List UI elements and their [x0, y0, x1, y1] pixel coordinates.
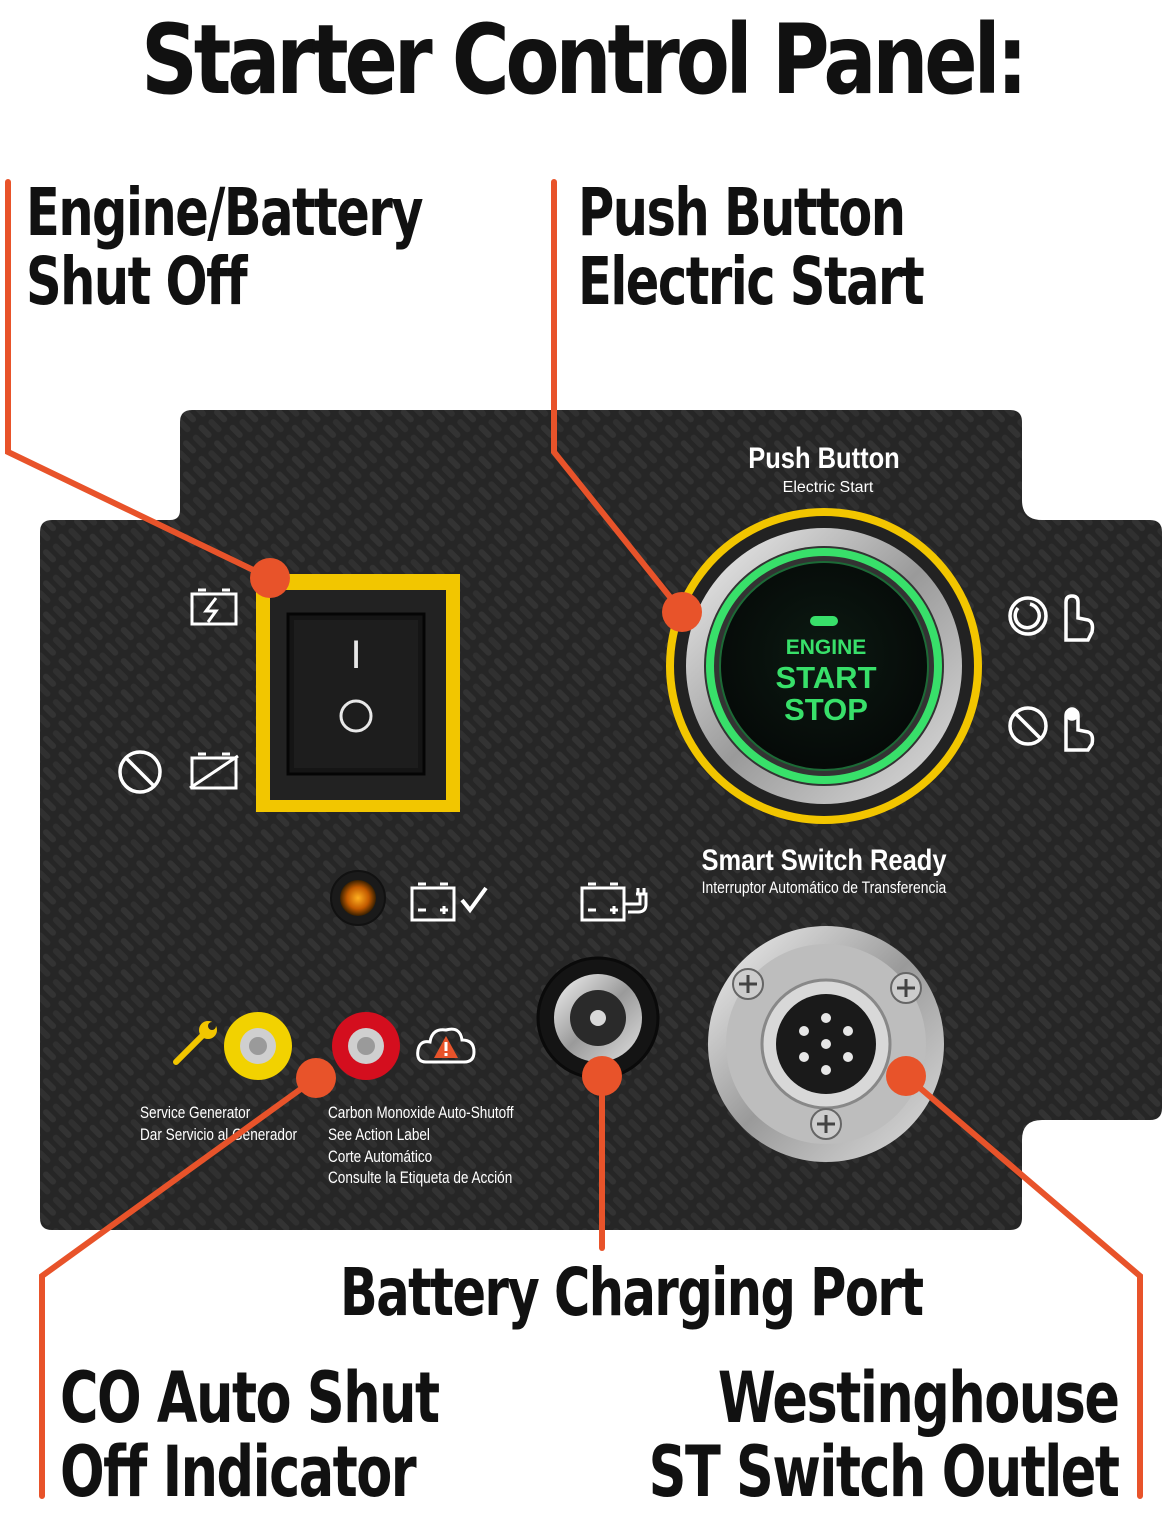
rocker-switch[interactable]: I — [256, 574, 460, 812]
co-leader — [39, 1075, 319, 1499]
engine-stop-press-icon — [1008, 706, 1095, 752]
st-callout-line2: ST Switch Outlet — [649, 1430, 1120, 1513]
battery-plug-icon — [580, 882, 648, 922]
co-label-line4: Consulte la Etiqueta de Acción — [328, 1169, 512, 1188]
push-leader — [551, 179, 685, 615]
push-button-subtitle: Electric Start — [783, 479, 874, 496]
co-label-line1: Carbon Monoxide Auto-Shutoff — [328, 1104, 514, 1123]
battery-charging-port[interactable] — [536, 956, 660, 1080]
co-cloud-warning-icon — [416, 1027, 476, 1064]
service-label-en: Service Generator — [140, 1104, 250, 1123]
st-callout: Westinghouse ST Switch Outlet — [649, 1357, 1120, 1513]
rocker-on-label: I — [350, 633, 361, 677]
co-callout: CO Auto Shut Off Indicator — [60, 1357, 440, 1513]
page-title: Starter Control Panel: — [141, 4, 1028, 116]
push-callout: Push Button Electric Start — [578, 174, 925, 321]
wrench-icon — [173, 1021, 217, 1065]
charging-callout-line1: Battery Charging Port — [340, 1254, 924, 1331]
charging-callout: Battery Charging Port — [340, 1254, 924, 1331]
engine-start-press-icon — [1008, 594, 1095, 642]
start-button-stop: STOP — [784, 692, 868, 727]
shutoff-callout-line2: Shut Off — [26, 243, 248, 321]
battery-charge-icon — [190, 588, 238, 626]
co-callout-line2: Off Indicator — [60, 1430, 417, 1513]
co-label-line3: Corte Automático — [328, 1148, 432, 1167]
engine-off-icon — [118, 750, 162, 794]
start-stop-button[interactable]: ENGINE START STOP — [666, 508, 982, 824]
callout-dots — [250, 558, 926, 1098]
rocker-off-circle — [339, 699, 373, 733]
shutoff-callout: Engine/Battery Shut Off — [26, 174, 424, 321]
co-indicator-led — [330, 870, 386, 926]
smart-switch-title: Smart Switch Ready — [701, 843, 947, 876]
shutoff-leader — [5, 179, 273, 581]
start-button-engine: ENGINE — [786, 636, 867, 659]
st-leader — [903, 1073, 1143, 1499]
co-shutoff-led — [332, 1012, 400, 1080]
smart-switch-subtitle: Interruptor Automático de Transferencia — [702, 879, 947, 898]
push-button-title: Push Button — [748, 441, 899, 474]
service-generator-led — [224, 1012, 292, 1080]
start-button-start: START — [775, 660, 876, 695]
battery-off-icon — [189, 752, 239, 790]
st-callout-line1: Westinghouse — [718, 1357, 1120, 1439]
co-label-line2: See Action Label — [328, 1126, 430, 1145]
rocker-off-label: O — [0, 0, 1, 1]
service-label-es: Dar Servicio al Generador — [140, 1126, 297, 1145]
push-callout-line1: Push Button — [578, 174, 906, 251]
co-callout-line1: CO Auto Shut — [60, 1357, 440, 1439]
callout-lines — [5, 179, 1143, 1499]
st-switch-outlet[interactable] — [708, 926, 944, 1162]
push-callout-line2: Electric Start — [578, 243, 925, 321]
battery-ok-icon — [410, 882, 488, 922]
shutoff-callout-line1: Engine/Battery — [26, 174, 424, 251]
